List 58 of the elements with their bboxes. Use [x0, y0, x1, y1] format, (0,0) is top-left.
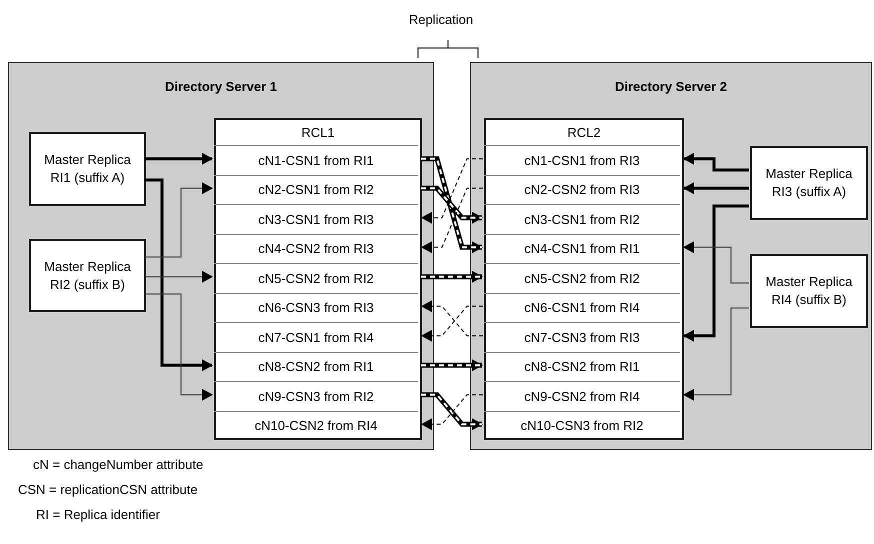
- panel-title: Directory Server 1: [164, 78, 277, 96]
- dashed-arrow: [421, 300, 484, 336]
- arrow: [144, 182, 213, 258]
- row-text: cN3-CSN1 from RI3: [258, 210, 374, 228]
- row-text: cN7-CSN1 from RI4: [258, 328, 374, 346]
- replica-label: Master Replica RI3 (suffix A): [764, 165, 854, 201]
- changelog-table: [484, 118, 684, 440]
- row-text: cN3-CSN1 from RI2: [524, 210, 640, 228]
- replica-label: Master Replica RI1 (suffix A): [43, 151, 132, 187]
- panel-title: Directory Server 2: [614, 78, 727, 96]
- arrow: [683, 241, 750, 284]
- arrow: [683, 152, 749, 172]
- replica-box: [29, 132, 146, 206]
- replica-label: Master Replica RI4 (suffix B): [764, 273, 854, 309]
- row-text: cN5-CSN2 from RI2: [524, 270, 640, 288]
- row-text: cN10-CSN2 from RI4: [254, 417, 378, 435]
- arrow: [683, 204, 749, 342]
- table-header: RCL1: [301, 124, 335, 142]
- replication-arrow: [421, 359, 483, 372]
- dashed-arrow: [421, 188, 484, 254]
- row-text: cN1-CSN1 from RI3: [524, 152, 640, 170]
- replica-box: [29, 239, 146, 312]
- replication-arrow: [421, 156, 483, 254]
- row-text: cN2-CSN1 from RI2: [258, 181, 374, 199]
- row-text: cN9-CSN2 from RI4: [524, 388, 640, 406]
- legend-note: RI = Replica identifier: [36, 506, 161, 524]
- replication-arrow: [421, 186, 483, 224]
- legend-note: CSN = replicationCSN attribute: [18, 481, 199, 499]
- arrow: [683, 182, 749, 194]
- bracket-label: Replication: [408, 11, 474, 29]
- dashed-arrow: [421, 306, 484, 342]
- row-text: cN4-CSN2 from RI3: [258, 240, 374, 258]
- replica-box: [750, 254, 868, 328]
- row-text: cN1-CSN1 from RI1: [258, 152, 374, 170]
- row-text: cN4-CSN1 from RI1: [524, 240, 640, 258]
- row-text: cN9-CSN3 from RI2: [258, 388, 374, 406]
- changelog-table: [214, 118, 422, 440]
- row-text: cN2-CSN2 from RI3: [524, 181, 640, 199]
- server-panel: [8, 62, 434, 450]
- arrow: [145, 152, 213, 165]
- row-text: cN10-CSN3 from RI2: [520, 417, 644, 435]
- arrow: [145, 178, 213, 372]
- server-panel: [470, 62, 872, 450]
- row-text: cN7-CSN3 from RI3: [524, 328, 640, 346]
- legend-note: cN = changeNumber attribute: [33, 456, 204, 474]
- row-text: cN5-CSN2 from RI2: [258, 270, 374, 288]
- arrow: [144, 294, 213, 401]
- row-text: cN6-CSN1 from RI4: [524, 299, 640, 317]
- table-header: RCL2: [567, 124, 601, 142]
- row-text: cN8-CSN2 from RI1: [258, 358, 374, 376]
- arrow: [144, 270, 213, 283]
- dashed-arrow: [421, 158, 484, 224]
- replica-label: Master Replica RI2 (suffix B): [43, 258, 132, 294]
- replication-arrow: [421, 270, 483, 283]
- replica-box: [750, 146, 868, 220]
- arrow: [683, 308, 750, 401]
- row-text: cN6-CSN3 from RI3: [258, 299, 374, 317]
- row-text: cN8-CSN2 from RI1: [524, 358, 640, 376]
